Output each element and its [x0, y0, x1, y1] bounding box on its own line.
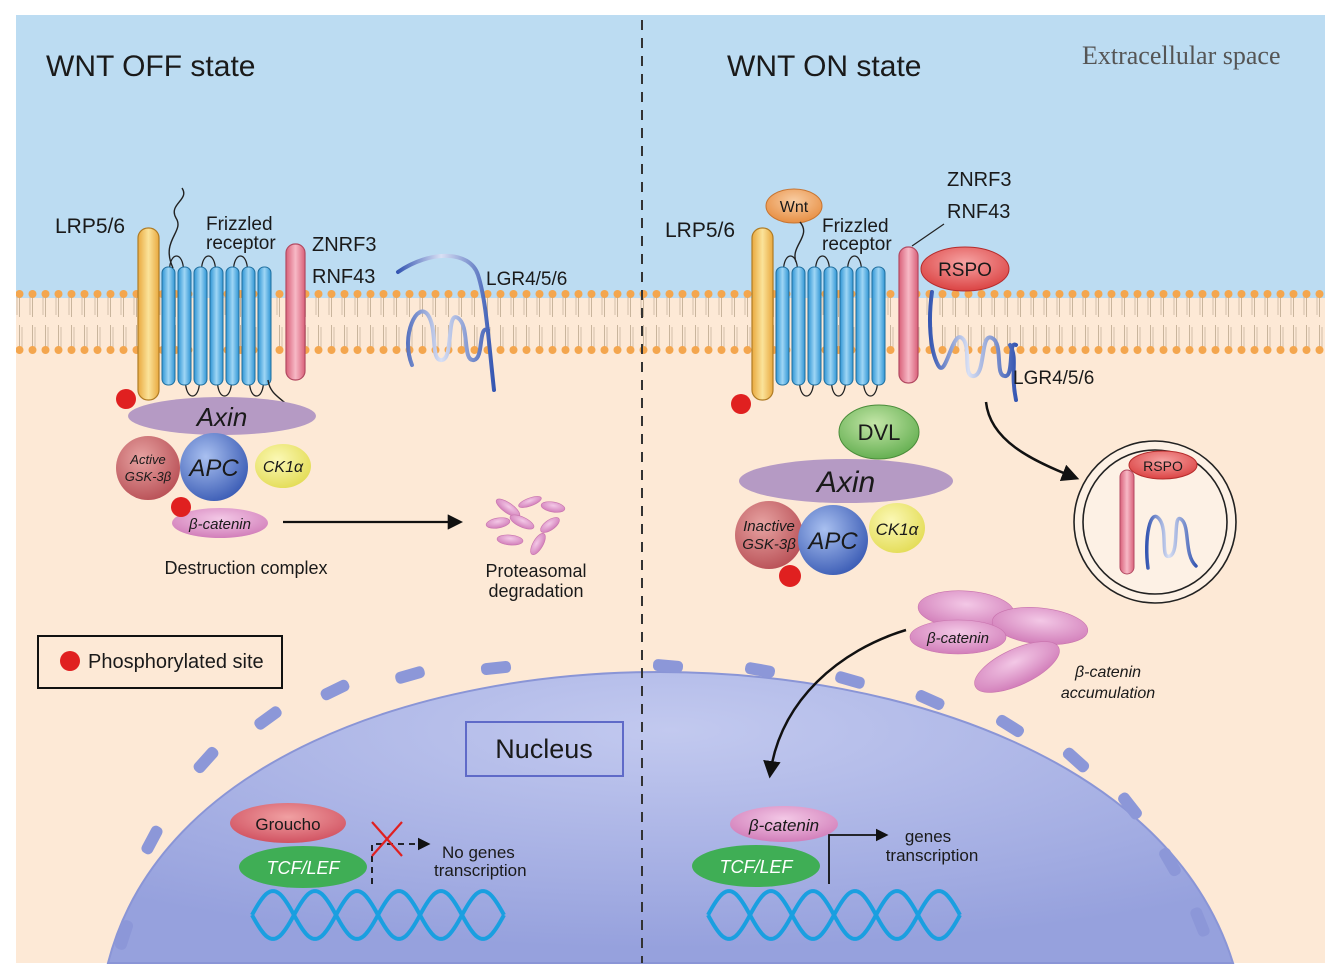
on-lrp-receptor [751, 227, 774, 401]
on-apc [798, 505, 868, 575]
on-gsk-phospho-site [779, 565, 801, 587]
on-transcription-arrow [828, 828, 889, 884]
vesicle-rspo [1128, 450, 1198, 480]
off-znrf3-receptor [285, 243, 306, 381]
off-axin-label: Axin [195, 402, 248, 432]
on-frizzled-label-1: Frizzled [822, 216, 889, 237]
destruction-complex-label: Destruction complex [164, 558, 327, 578]
on-wnt-label: Wnt [780, 199, 809, 216]
on-lgr-label: LGR4/5/6 [1013, 368, 1094, 389]
off-groucho [230, 803, 346, 843]
extracellular-label: Extracellular space [1082, 41, 1281, 70]
endocytic-vesicle-outer [1073, 440, 1237, 604]
off-axin [128, 397, 316, 435]
off-blocked-transcription-arrow [371, 837, 431, 884]
off-state-title: WNT OFF state [46, 50, 255, 83]
off-gsk-label-1: Active [129, 452, 165, 467]
bcatenin-accumulation-cluster [909, 590, 1089, 693]
genes-label-2: transcription [886, 846, 979, 865]
genes-label-1: genes [905, 827, 951, 846]
proteasomal-label-1: Proteasomal [485, 561, 586, 581]
off-ck1a [255, 444, 311, 488]
off-tcf-lef [239, 846, 367, 888]
off-ck1a-label: CK1α [263, 459, 304, 476]
endocytic-vesicle-inner [1082, 449, 1228, 595]
on-nuclear-bcatenin [730, 806, 838, 842]
on-apc-label: APC [806, 528, 858, 555]
nuclear-pores [114, 659, 1210, 950]
on-lrp-phospho-site [731, 394, 751, 414]
off-gsk-label-2: GSK-3β [125, 469, 172, 484]
on-dvl [838, 404, 920, 460]
on-frizzled-receptor [775, 255, 886, 397]
on-rnf43-label: RNF43 [947, 201, 1010, 223]
on-axin [739, 459, 953, 503]
off-znrf3-label: ZNRF3 [312, 234, 376, 256]
on-wnt-link [794, 221, 805, 263]
on-bcatenin-label: β-catenin [926, 630, 989, 647]
on-dna-helix [706, 889, 962, 941]
proteasomal-label-2: degradation [488, 581, 583, 601]
on-lgr-receptor [928, 290, 1018, 402]
vesicle-rspo-label: RSPO [1143, 458, 1183, 474]
off-frizzled-tail [168, 187, 185, 269]
on-wnt-ligand [765, 188, 823, 224]
on-nuclear-bcatenin-label: β-catenin [748, 816, 819, 835]
on-axin-label: Axin [815, 466, 875, 499]
on-rspo [920, 246, 1010, 292]
on-bcatenin [909, 619, 1007, 655]
on-lrp-label: LRP5/6 [665, 219, 735, 242]
off-bcatenin-label: β-catenin [188, 516, 251, 533]
on-rspo-label: RSPO [938, 260, 992, 281]
no-genes-label-1: No genes [442, 843, 515, 862]
on-ck1a-label: CK1α [876, 520, 920, 539]
off-lgr-label: LGR4/5/6 [486, 269, 567, 290]
vesicle-lgr [1145, 514, 1198, 570]
nucleus-label-box [465, 721, 624, 777]
on-znrf3-label: ZNRF3 [947, 169, 1011, 191]
legend-phospho-icon [60, 651, 80, 671]
off-groucho-label: Groucho [255, 815, 320, 834]
off-rnf43-label: RNF43 [312, 266, 375, 288]
off-bcatenin [172, 508, 268, 538]
accumulation-label-2: accumulation [1061, 685, 1155, 702]
off-frizzled-label-1: Frizzled [206, 214, 273, 235]
legend-label: Phosphorylated site [88, 651, 264, 673]
nuclear-translocation-arrow [763, 628, 907, 779]
on-znrf3-pointer [911, 223, 945, 247]
off-gsk3b [116, 436, 180, 500]
on-gsk3b [735, 501, 803, 569]
off-frizzled-receptor [161, 255, 272, 397]
accumulation-label-1: β-catenin [1074, 664, 1141, 681]
extracellular-region [16, 15, 1325, 298]
vesicle-znrf3 [1119, 469, 1135, 575]
on-znrf3-receptor [898, 246, 919, 384]
on-dvl-label: DVL [858, 420, 901, 445]
off-tcf-label: TCF/LEF [266, 858, 340, 878]
off-apc-label: APC [187, 455, 239, 482]
off-lrp-phospho-site [116, 389, 136, 409]
off-dna-helix [250, 889, 506, 941]
on-gsk-label-1: Inactive [743, 518, 795, 535]
degraded-bcatenin-fragments [485, 496, 566, 555]
off-apc [180, 433, 248, 501]
on-gsk-label-2: GSK-3β [742, 536, 796, 553]
no-genes-label-2: transcription [434, 861, 527, 880]
off-bcatenin-phospho-site [171, 497, 191, 517]
endocytosis-arrow [984, 401, 1080, 482]
nucleus-label: Nucleus [495, 734, 593, 764]
off-lrp-receptor [137, 227, 160, 401]
on-frizzled-label-2: receptor [822, 234, 892, 255]
off-frizzled-label-2: receptor [206, 233, 276, 254]
off-lgr-receptor [396, 253, 496, 392]
on-ck1a [869, 503, 925, 553]
on-state-title: WNT ON state [727, 50, 921, 83]
off-lrp-label: LRP5/6 [55, 215, 125, 238]
on-tcf-label: TCF/LEF [719, 857, 793, 877]
on-tcf-lef [692, 845, 820, 887]
off-block-cross-2 [371, 821, 403, 857]
